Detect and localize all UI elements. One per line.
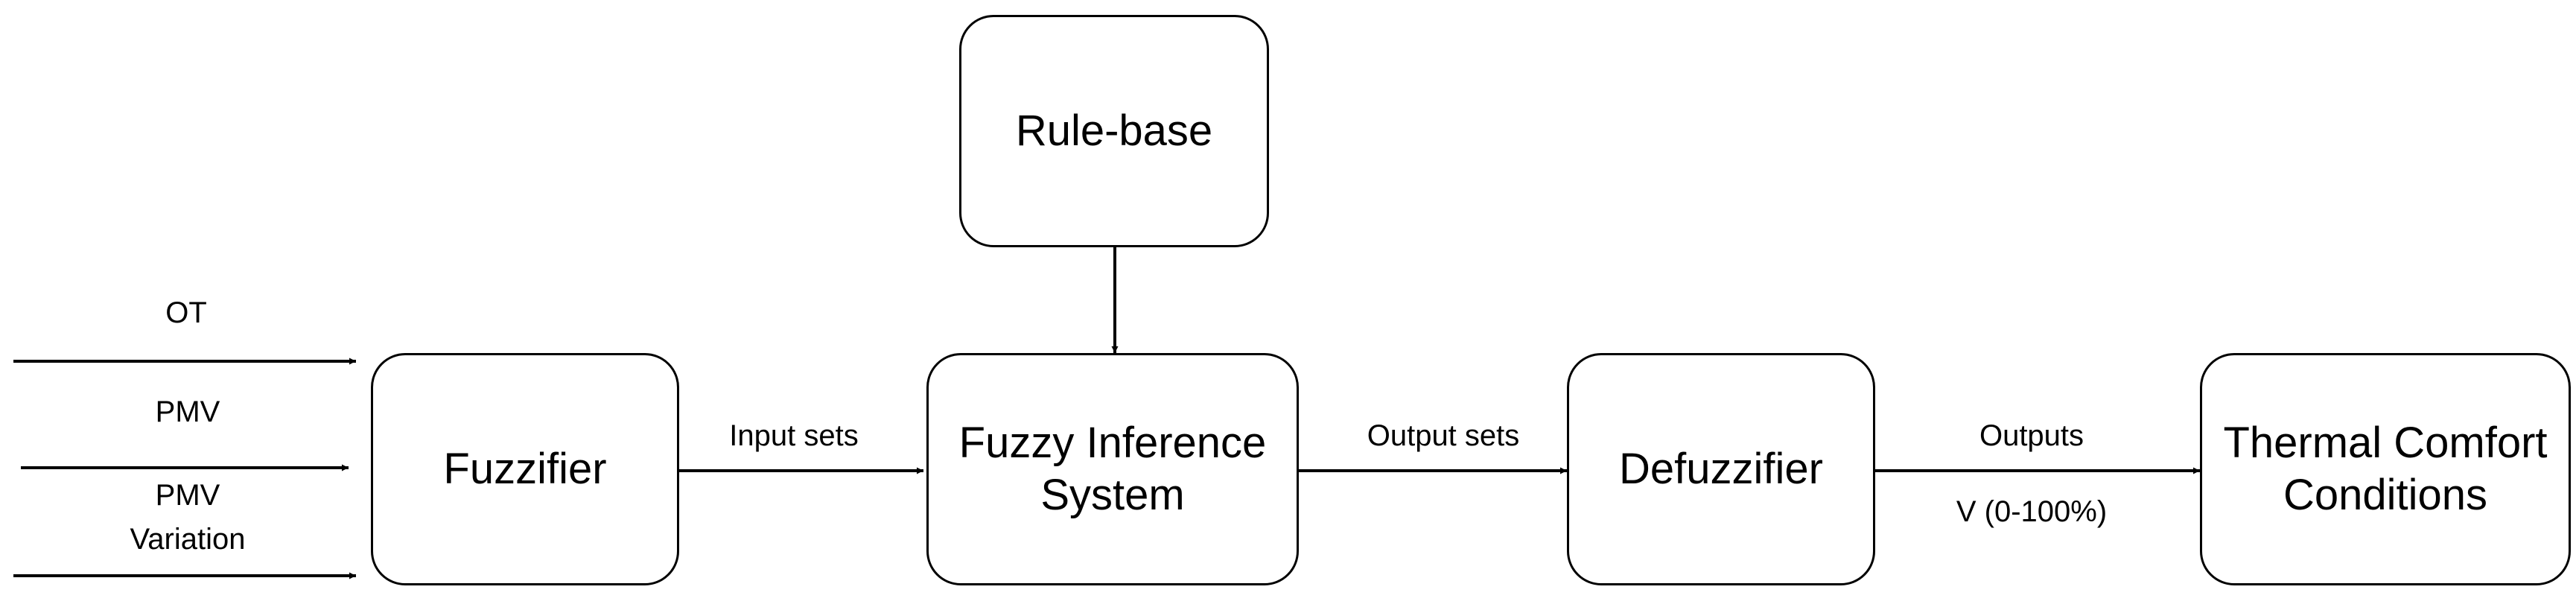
defuzzifier-label: Defuzzifier [1619, 445, 1823, 494]
rule-base-label: Rule-base [1015, 107, 1213, 156]
defuzzifier-block: Defuzzifier [1567, 353, 1875, 585]
fuzzifier-label: Fuzzifier [443, 445, 607, 494]
output-sets-label: Output sets [1367, 419, 1520, 452]
output-range-label: V (0-100%) [1956, 495, 2108, 528]
fuzzifier-block: Fuzzifier [371, 353, 679, 585]
fuzzy-inference-system-block: Fuzzy Inference System [926, 353, 1299, 585]
input-pmv-variation-label-line-2: Variation [130, 523, 246, 556]
fuzzy-inference-system-label-line-1: Fuzzy Inference [958, 419, 1267, 468]
thermal-comfort-conditions-block: Thermal Comfort Conditions [2200, 353, 2571, 585]
outputs-label: Outputs [1979, 419, 2084, 452]
input-pmv-label: PMV [155, 395, 220, 428]
input-pmv-variation-label-line-1: PMV [155, 479, 220, 512]
input-ot-label: OT [165, 296, 207, 329]
input-sets-label: Input sets [729, 419, 859, 452]
thermal-comfort-label-line-1: Thermal Comfort [2223, 419, 2548, 468]
thermal-comfort-label-line-2: Conditions [2283, 471, 2488, 519]
fuzzy-inference-system-label-line-2: System [1040, 471, 1185, 519]
rule-base-block: Rule-base [959, 15, 1269, 247]
